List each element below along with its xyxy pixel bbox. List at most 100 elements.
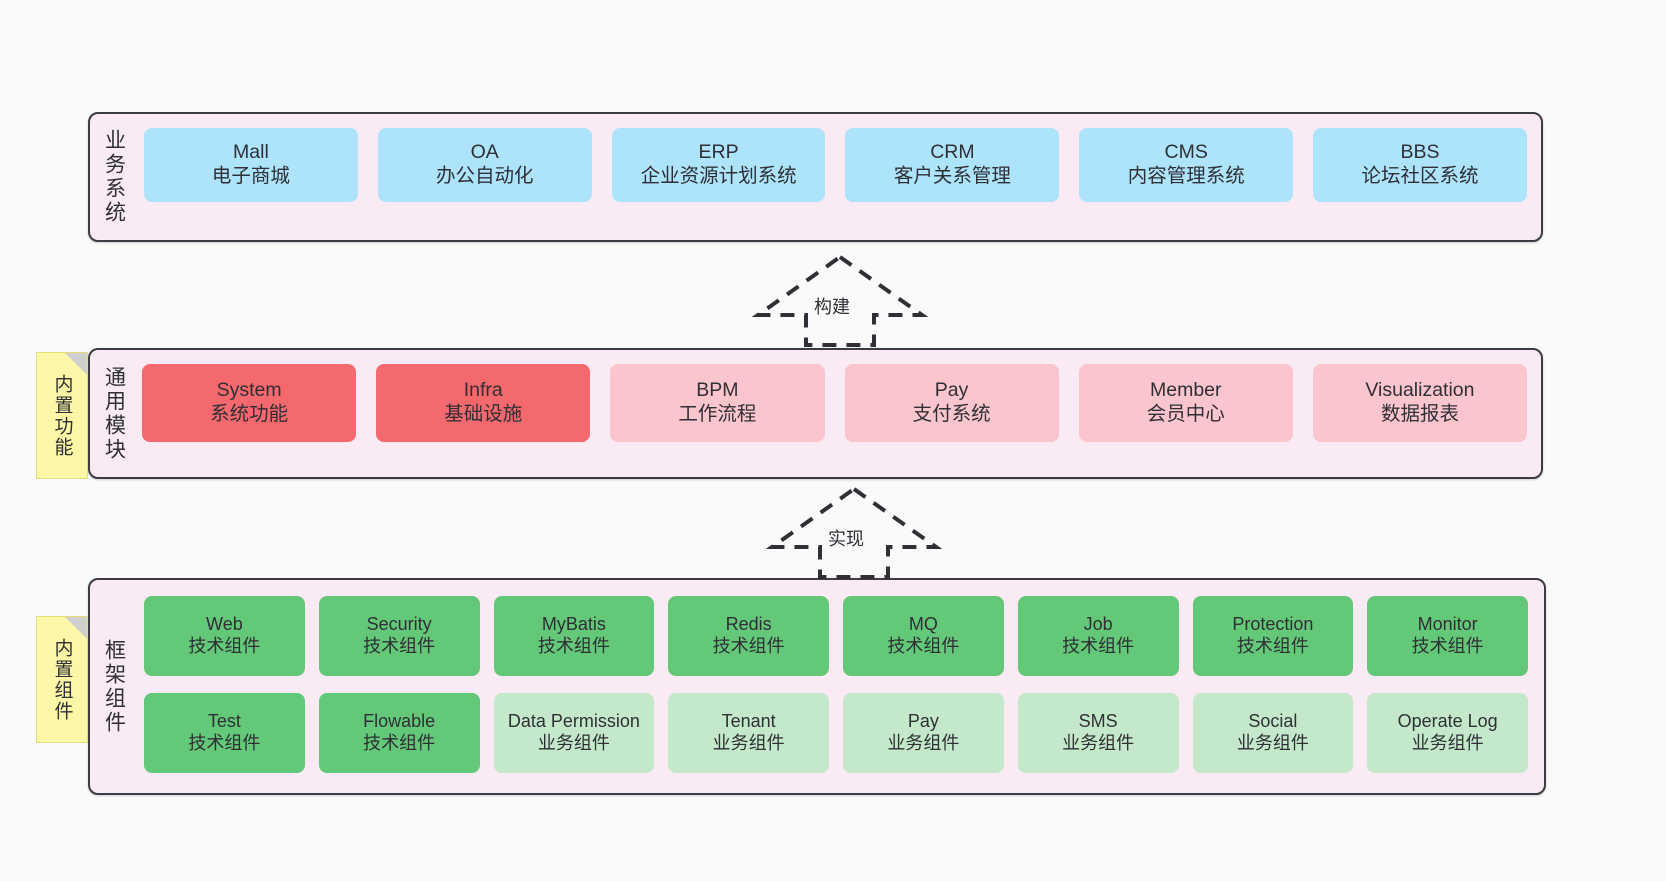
tile-pay[interactable]: Pay 支付系统 (844, 364, 1059, 442)
tile-title: Member (1150, 379, 1222, 402)
tile-web[interactable]: Web 技术组件 (144, 596, 305, 676)
tile-subtitle: 内容管理系统 (1127, 165, 1245, 187)
tile-subtitle: 技术组件 (712, 636, 785, 656)
tile-subtitle: 业务组件 (712, 732, 785, 753)
tile-sms[interactable]: SMS 业务组件 (1017, 692, 1179, 773)
tile-title: Visualization (1365, 379, 1475, 402)
tile-subtitle: 技术组件 (1236, 636, 1309, 656)
tile-subtitle: 办公自动化 (435, 165, 534, 187)
sticky-note-builtin-functions: 内置功能 (36, 352, 88, 479)
tile-grid-framework: Web 技术组件 Security 技术组件 MyBatis 技术组件 Redi… (138, 580, 1544, 793)
tile-social[interactable]: Social 业务组件 (1192, 692, 1354, 773)
dashed-hollow-arrow-icon (751, 254, 929, 347)
tile-tenant[interactable]: Tenant 业务组件 (668, 692, 829, 773)
note-label: 内置功能 (51, 373, 73, 458)
sticky-note-builtin-components: 内置组件 (36, 616, 88, 743)
tile-title: Monitor (1417, 614, 1478, 635)
tile-operate-log[interactable]: Operate Log 业务组件 (1367, 692, 1528, 773)
layer-common-modules: 通用模块 System 系统功能 Infra 基础设施 BPM 工作流程 Pay… (88, 348, 1543, 479)
tile-subtitle: 业务组件 (1236, 732, 1309, 753)
tile-erp[interactable]: ERP 企业资源计划系统 (611, 128, 826, 202)
tile-subtitle: 业务组件 (537, 732, 610, 753)
tile-title: Infra (463, 379, 503, 402)
tile-title: ERP (698, 141, 739, 164)
arrow-implement: 实现 (765, 485, 943, 580)
tile-title: Mall (233, 141, 269, 164)
tile-grid-business: Mall 电子商城 OA 办公自动化 ERP 企业资源计划系统 CRM 客户关系… (138, 114, 1541, 240)
tile-infra[interactable]: Infra 基础设施 (376, 364, 591, 442)
tile-subtitle: 技术组件 (887, 636, 960, 656)
tile-row: Test 技术组件 Flowable 技术组件 Data Permission … (144, 692, 1528, 778)
dashed-hollow-arrow-icon (765, 486, 943, 579)
tile-subtitle: 会员中心 (1146, 403, 1225, 425)
tile-subtitle: 技术组件 (363, 732, 436, 753)
layer-label-business: 业务系统 (102, 129, 126, 225)
tile-bpm[interactable]: BPM 工作流程 (610, 364, 825, 442)
tile-subtitle: 业务组件 (887, 732, 960, 753)
tile-title: MyBatis (541, 614, 606, 635)
tile-subtitle: 企业资源计划系统 (640, 165, 797, 187)
tile-title: SMS (1078, 710, 1118, 731)
tile-subtitle: 技术组件 (188, 636, 261, 656)
tile-title: Operate Log (1397, 710, 1498, 731)
tile-protection[interactable]: Protection 技术组件 (1192, 596, 1354, 676)
layer-label-common: 通用模块 (102, 365, 126, 462)
tile-row: Web 技术组件 Security 技术组件 MyBatis 技术组件 Redi… (144, 596, 1528, 681)
tile-title: OA (470, 141, 499, 164)
tile-job[interactable]: Job 技术组件 (1017, 596, 1179, 676)
tile-title: Redis (725, 614, 772, 635)
tile-crm[interactable]: CRM 客户关系管理 (845, 128, 1060, 202)
tile-flowable[interactable]: Flowable 技术组件 (318, 692, 480, 773)
tile-title: Job (1083, 614, 1113, 635)
tile-title: MQ (908, 614, 938, 635)
tile-mall[interactable]: Mall 电子商城 (144, 128, 358, 202)
tile-system[interactable]: System 系统功能 (142, 364, 357, 442)
tile-subtitle: 业务组件 (1062, 732, 1135, 753)
tile-row: System 系统功能 Infra 基础设施 BPM 工作流程 Pay 支付系统… (142, 364, 1528, 463)
tile-subtitle: 系统功能 (210, 403, 289, 425)
tile-pay-business[interactable]: Pay 业务组件 (843, 692, 1004, 773)
tile-title: Pay (907, 710, 939, 731)
tile-subtitle: 电子商城 (211, 165, 290, 187)
tile-title: Flowable (363, 710, 436, 731)
tile-title: Security (366, 614, 432, 635)
tile-bbs[interactable]: BBS 论坛社区系统 (1313, 128, 1527, 202)
tile-mq[interactable]: MQ 技术组件 (843, 596, 1004, 676)
tile-monitor[interactable]: Monitor 技术组件 (1367, 596, 1528, 676)
tile-title: BPM (696, 379, 739, 402)
tile-subtitle: 技术组件 (363, 636, 436, 656)
tile-subtitle: 基础设施 (444, 403, 523, 425)
tile-title: CMS (1164, 141, 1208, 164)
tile-subtitle: 数据报表 (1380, 403, 1459, 425)
tile-subtitle: 业务组件 (1411, 732, 1484, 753)
tile-subtitle: 客户关系管理 (893, 165, 1011, 187)
tile-member[interactable]: Member 会员中心 (1078, 364, 1293, 442)
tile-title: BBS (1400, 141, 1440, 164)
tile-subtitle: 技术组件 (1411, 636, 1484, 656)
arrow-build: 构建 (751, 253, 929, 348)
tile-oa[interactable]: OA 办公自动化 (377, 128, 592, 202)
tile-grid-common: System 系统功能 Infra 基础设施 BPM 工作流程 Pay 支付系统… (138, 350, 1541, 477)
tile-mybatis[interactable]: MyBatis 技术组件 (493, 596, 655, 676)
tile-title: Protection (1232, 614, 1314, 635)
tile-test[interactable]: Test 技术组件 (144, 692, 305, 773)
layer-framework-components: 框架组件 Web 技术组件 Security 技术组件 MyBatis 技术组件… (88, 578, 1546, 795)
tile-subtitle: 支付系统 (912, 403, 991, 425)
tile-security[interactable]: Security 技术组件 (318, 596, 480, 676)
tile-visualization[interactable]: Visualization 数据报表 (1312, 364, 1528, 442)
layer-business-systems: 业务系统 Mall 电子商城 OA 办公自动化 ERP 企业资源计划系统 CRM… (88, 112, 1543, 242)
tile-subtitle: 论坛社区系统 (1361, 165, 1479, 187)
tile-row: Mall 电子商城 OA 办公自动化 ERP 企业资源计划系统 CRM 客户关系… (144, 128, 1527, 226)
tile-title: System (216, 379, 282, 402)
tile-data-permission[interactable]: Data Permission 业务组件 (493, 692, 655, 773)
tile-title: Social (1248, 710, 1298, 731)
tile-cms[interactable]: CMS 内容管理系统 (1079, 128, 1294, 202)
tile-title: Test (207, 710, 241, 731)
tile-title: Tenant (721, 710, 776, 731)
tile-title: CRM (930, 141, 975, 164)
tile-title: Web (206, 614, 243, 635)
layer-label-framework: 框架组件 (102, 638, 126, 735)
tile-redis[interactable]: Redis 技术组件 (668, 596, 829, 676)
note-label: 内置组件 (51, 637, 73, 722)
